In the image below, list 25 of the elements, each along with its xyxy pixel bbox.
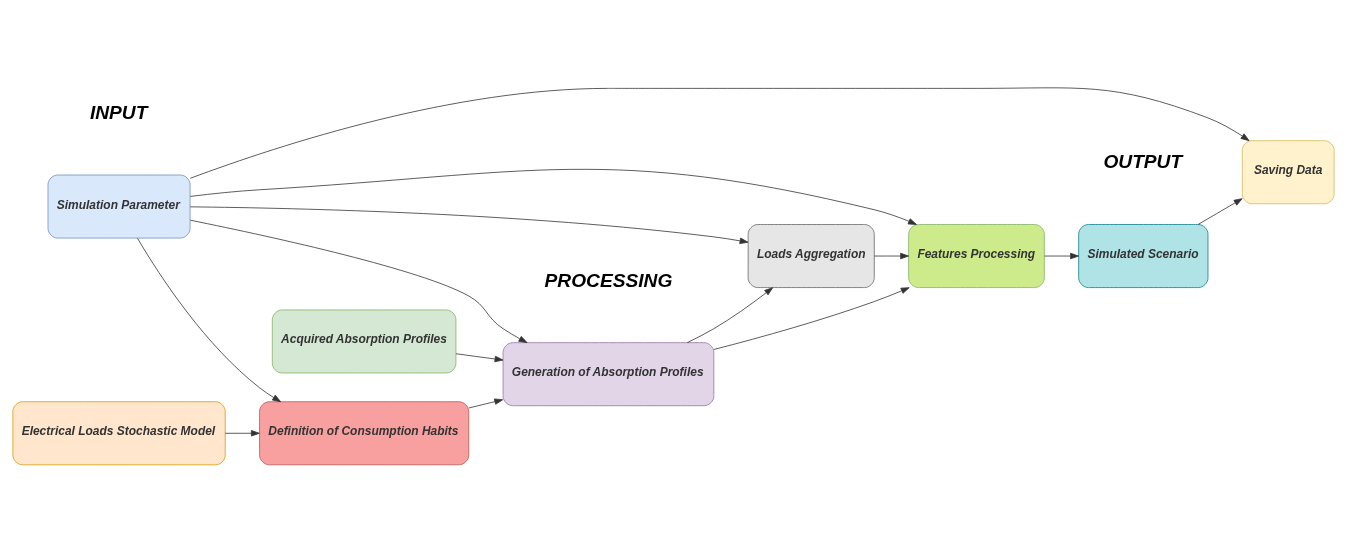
node-box: Acquired Absorption Profiles — [271, 309, 457, 373]
arrow — [189, 86, 1250, 179]
node-box: Simulation Parameter — [47, 174, 191, 238]
arrow — [189, 205, 749, 244]
arrow — [1197, 197, 1243, 225]
node-box: Definition of Consumption Habits — [259, 400, 470, 465]
arrow — [1044, 252, 1079, 259]
node-box: Generation of Absorption Profiles — [502, 341, 715, 406]
arrow — [455, 352, 504, 362]
node-box: Features Processing — [908, 223, 1045, 288]
arrow — [190, 219, 528, 343]
node-box: Loads Aggregation — [747, 223, 875, 288]
node-box: Saving Data — [1241, 139, 1335, 204]
label: INPUT — [89, 101, 148, 123]
node-box: Electrical Loads Stochastic Model — [12, 400, 226, 465]
arrow — [713, 286, 910, 350]
node-box: Simulated Scenario — [1078, 223, 1209, 288]
arrow — [686, 286, 773, 343]
arrow — [190, 168, 917, 225]
label: PROCESSING — [544, 269, 673, 291]
arrow — [137, 237, 282, 402]
arrow — [224, 429, 260, 436]
arrow — [468, 398, 504, 408]
label: OUTPUT — [1103, 150, 1183, 172]
arrow — [873, 252, 909, 259]
